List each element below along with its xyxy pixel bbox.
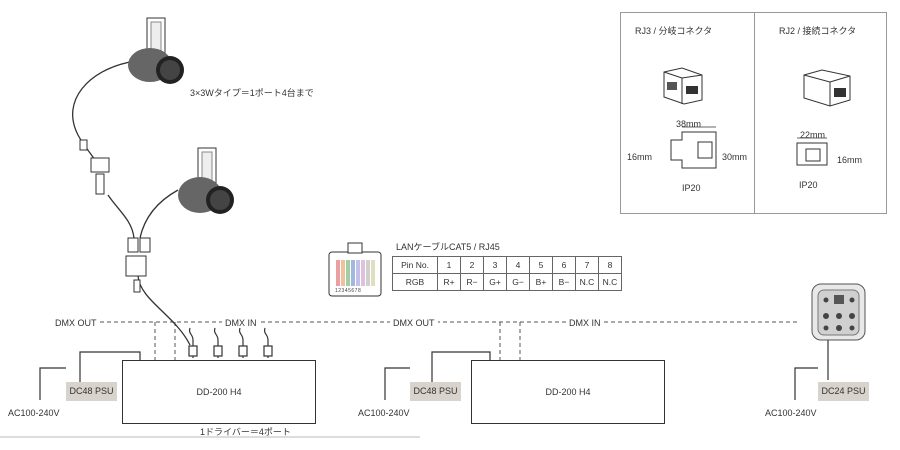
- pin-header-cell: 1: [437, 256, 461, 274]
- rj3-height-right-label: 30mm: [722, 152, 748, 162]
- rj2-title: RJ2 / 接続コネクタ: [779, 26, 857, 36]
- rj3-height-left-label: 16mm: [627, 152, 653, 162]
- dmx-in-label-1: DMX IN: [222, 318, 260, 328]
- pinout-table: Pin No. 1 2 3 4 5 6 7 8 RGB R+ R− G+ G− …: [392, 256, 622, 291]
- rj3-rating: IP20: [682, 183, 701, 193]
- rj2-dimension-drawing: [796, 137, 828, 166]
- rj3-title: RJ3 / 分岐コネクタ: [635, 26, 713, 36]
- pin-cell: R+: [437, 273, 461, 291]
- psu-3: DC24 PSU: [818, 382, 869, 401]
- rj45-plug-icon: [328, 242, 382, 297]
- power-lines: [39, 338, 829, 400]
- driver-1: DD-200 H4: [122, 360, 316, 424]
- spot-cables: [72, 61, 191, 346]
- rj2-connector-icon: [803, 69, 851, 107]
- pin-header-cell: 2: [460, 256, 484, 274]
- pin-header-cell: 3: [483, 256, 507, 274]
- rj3-panel: RJ3 / 分岐コネクタ 38mm 16mm 30mm IP20: [620, 12, 755, 214]
- spot-type-note: 3×3Wタイプ＝1ポート4台まで: [190, 88, 314, 98]
- dmx-in-label-2: DMX IN: [566, 318, 604, 328]
- psu-2: DC48 PSU: [410, 382, 461, 401]
- pin-cell: B+: [529, 273, 553, 291]
- dmx-out-label-2: DMX OUT: [390, 318, 438, 328]
- pin-cell: N.C: [598, 273, 622, 291]
- rj2-height-label: 16mm: [837, 155, 863, 165]
- driver-ports-note: 1ドライバー＝4ポート: [200, 427, 291, 437]
- pin-cell: R−: [460, 273, 484, 291]
- pin-header-cell: 6: [552, 256, 576, 274]
- rj2-rating: IP20: [799, 180, 818, 190]
- pin-cell: G−: [506, 273, 530, 291]
- plug-pin-numbers: 12345678: [335, 288, 362, 294]
- spotlight-2: [178, 147, 234, 214]
- driver-2: DD-200 H4: [471, 360, 665, 424]
- pin-header-cell: 8: [598, 256, 622, 274]
- pinout-header-row: Pin No. 1 2 3 4 5 6 7 8: [392, 256, 622, 274]
- pin-cell: RGB: [392, 273, 438, 291]
- dmx-out-label-1: DMX OUT: [52, 318, 100, 328]
- ac-input-1: AC100-240V: [8, 408, 60, 418]
- cable-connectors: [79, 139, 151, 293]
- pinout-rgb-row: RGB R+ R− G+ G− B+ B− N.C N.C: [392, 273, 622, 291]
- pin-header-cell: 4: [506, 256, 530, 274]
- psu-1: DC48 PSU: [66, 382, 117, 401]
- rj3-connector-icon: [663, 67, 703, 105]
- driver-1-ports: [188, 327, 273, 358]
- rj2-width-label: 22mm: [800, 130, 826, 140]
- driver-2-label: DD-200 H4: [545, 387, 591, 397]
- pin-cell: B−: [552, 273, 576, 291]
- pinout-title: LANケーブルCAT5 / RJ45: [396, 242, 500, 252]
- pin-cell: N.C: [575, 273, 599, 291]
- pin-header-cell: 5: [529, 256, 553, 274]
- rj3-dimension-drawing: [670, 126, 717, 169]
- pin-header-cell: 7: [575, 256, 599, 274]
- pin-cell: G+: [483, 273, 507, 291]
- pin-header-cell: Pin No.: [392, 256, 438, 274]
- controller-device: [811, 283, 866, 341]
- ac-input-2: AC100-240V: [358, 408, 410, 418]
- driver-1-label: DD-200 H4: [196, 387, 242, 397]
- ac-input-3: AC100-240V: [765, 408, 817, 418]
- rj3-width-label: 38mm: [676, 119, 702, 129]
- spotlight-1: [128, 17, 184, 84]
- rj2-panel: RJ2 / 接続コネクタ 22mm 16mm IP20: [754, 12, 887, 214]
